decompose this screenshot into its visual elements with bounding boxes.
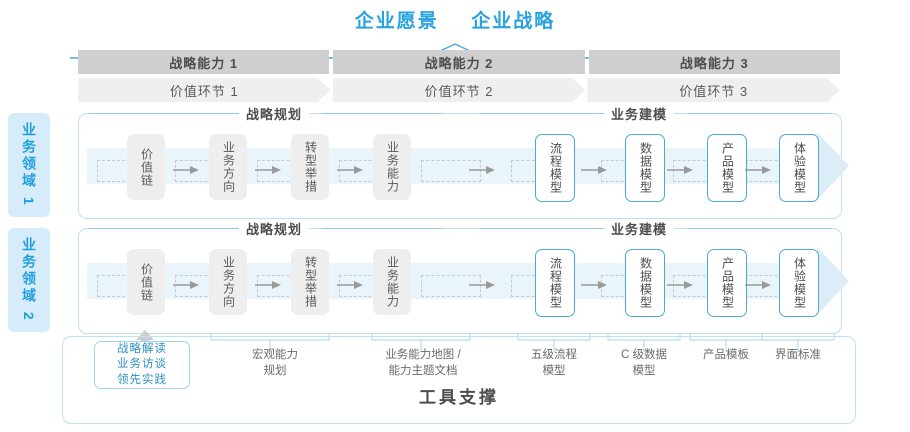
tool-highlight-line-1: 战略解读 (117, 342, 167, 355)
flow-node-label: 转型举措 (303, 141, 318, 193)
tool-label-line-2: 能力主题文档 (388, 364, 458, 377)
flow-arrow-icon (337, 281, 363, 289)
tool-label-line-2: 规划 (263, 364, 287, 377)
row-2-section-headers: 战略规划 业务建模 (79, 219, 841, 238)
flow-arrow-icon (581, 281, 607, 289)
flow-arrow-icon (745, 166, 771, 174)
flow-arrowhead-1 (817, 132, 849, 200)
tool-label-line-1: 宏观能力 (252, 349, 298, 361)
flow-node-label: 业务能力 (385, 256, 400, 308)
flow-arrow-icon (255, 166, 281, 174)
tool-label-line-1: 五级流程 (531, 349, 577, 361)
flow-arrow-icon (173, 281, 199, 289)
flow-node-label: 产品模型 (720, 257, 735, 309)
flow-node-process-model[interactable]: 流程模型 (535, 249, 575, 317)
section-title-planning-1: 战略规划 (239, 104, 310, 123)
tool-support-title: 工具支撑 (419, 388, 499, 407)
flow-arrow-icon (255, 281, 281, 289)
tool-label-c-level-data: C 级数据 模型 (590, 348, 698, 379)
flow-band-2 (87, 263, 817, 299)
section-title-planning-2: 战略规划 (239, 219, 310, 238)
flow-node-label: 流程模型 (548, 257, 563, 309)
dash-segment (421, 160, 481, 182)
value-cell-3[interactable]: 价值环节 3 (587, 78, 840, 102)
tool-label-line-1: 业务能力地图 / (385, 349, 461, 361)
domain-1-label: 业务领域 1 (21, 122, 37, 208)
flow-node-business-direction[interactable]: 业务方向 (209, 249, 247, 315)
domain-row-2: 战略规划 业务建模 价值链 业务方向 转型举措 业务能力 流程模型 数据模型 (78, 219, 849, 334)
value-chain-bar: 价值环节 1 价值环节 2 价值环节 3 (78, 78, 840, 102)
enterprise-vision-title: 企业愿景 (354, 11, 439, 32)
flow-arrow-icon (469, 281, 495, 289)
sidebar-item-domain-2[interactable]: 业务领域 2 (8, 228, 50, 332)
flow-node-label: 体验模型 (792, 142, 807, 194)
sidebar-item-domain-1[interactable]: 业务领域 1 (8, 113, 50, 217)
flow-arrow-icon (173, 166, 199, 174)
flow-node-label: 业务方向 (221, 256, 236, 308)
tool-label-line-2: 模型 (542, 364, 566, 377)
capability-cell-2[interactable]: 战略能力 2 (333, 50, 585, 74)
domain-2-label: 业务领域 2 (21, 237, 37, 323)
tool-label-macro-capability: 宏观能力 规划 (220, 348, 330, 379)
flow-arrowhead-2 (817, 247, 849, 315)
flow-node-transformation-measures[interactable]: 转型举措 (291, 249, 329, 315)
value-cell-2[interactable]: 价值环节 2 (333, 78, 586, 102)
flow-node-product-model[interactable]: 产品模型 (707, 249, 747, 317)
flow-arrow-icon (667, 166, 693, 174)
tool-label-product-template: 产品模板 (672, 348, 780, 364)
flow-arrow-icon (667, 281, 693, 289)
tool-label-line-1: 界面标准 (775, 349, 821, 361)
flow-node-label: 转型举措 (303, 256, 318, 308)
flow-node-business-capability[interactable]: 业务能力 (373, 249, 411, 315)
dash-segment (421, 275, 481, 297)
flow-node-business-capability[interactable]: 业务能力 (373, 134, 411, 200)
flow-node-label: 价值链 (139, 262, 154, 302)
row-1-section-headers: 战略规划 业务建模 (79, 104, 841, 123)
top-titles: 企业愿景 企业战略 (0, 6, 910, 33)
enterprise-strategy-title: 企业战略 (471, 11, 556, 32)
flow-node-label: 体验模型 (792, 257, 807, 309)
flow-band-1 (87, 148, 817, 184)
tool-label-capability-map: 业务能力地图 / 能力主题文档 (358, 348, 488, 379)
tool-label-line-2: 模型 (632, 364, 656, 377)
tool-highlight-line-2: 业务访谈 (117, 358, 167, 371)
section-title-modeling-1: 业务建模 (604, 104, 675, 123)
flow-node-label: 业务能力 (385, 141, 400, 193)
capability-bar: 战略能力 1 战略能力 2 战略能力 3 (78, 50, 840, 74)
tool-support-container: 工具支撑 (62, 336, 856, 424)
tool-highlight-text: 战略解读 业务访谈 领先实践 (117, 342, 167, 389)
flow-node-process-model[interactable]: 流程模型 (535, 134, 575, 202)
flow-node-value-chain[interactable]: 价值链 (127, 249, 165, 315)
flow-node-value-chain[interactable]: 价值链 (127, 134, 165, 200)
flow-node-label: 数据模型 (638, 257, 653, 309)
tool-label-five-level-process: 五级流程 模型 (500, 348, 608, 379)
section-title-modeling-2: 业务建模 (604, 219, 675, 238)
flow-arrow-icon (469, 166, 495, 174)
flow-node-experience-model[interactable]: 体验模型 (779, 249, 819, 317)
flow-node-product-model[interactable]: 产品模型 (707, 134, 747, 202)
flow-node-label: 数据模型 (638, 142, 653, 194)
tool-highlight-box[interactable]: 战略解读 业务访谈 领先实践 (94, 341, 190, 389)
flow-arrow-icon (581, 166, 607, 174)
tool-label-line-1: 产品模板 (703, 349, 749, 361)
tool-label-line-1: C 级数据 (621, 349, 667, 361)
flow-node-business-direction[interactable]: 业务方向 (209, 134, 247, 200)
flow-node-experience-model[interactable]: 体验模型 (779, 134, 819, 202)
capability-cell-1[interactable]: 战略能力 1 (78, 50, 330, 74)
flow-node-label: 价值链 (139, 147, 154, 187)
value-cell-1[interactable]: 价值环节 1 (78, 78, 331, 102)
flow-node-transformation-measures[interactable]: 转型举措 (291, 134, 329, 200)
flow-node-label: 产品模型 (720, 142, 735, 194)
flow-node-data-model[interactable]: 数据模型 (625, 134, 665, 202)
domain-row-1: 战略规划 业务建模 价值链 业务方向 转型举措 业务能力 流程模型 (78, 104, 849, 219)
flow-node-label: 流程模型 (548, 142, 563, 194)
capability-cell-3[interactable]: 战略能力 3 (588, 50, 840, 74)
tool-label-ui-standard: 界面标准 (744, 348, 852, 364)
flow-node-data-model[interactable]: 数据模型 (625, 249, 665, 317)
tool-highlight-line-3: 领先实践 (117, 373, 167, 386)
flow-node-label: 业务方向 (221, 141, 236, 193)
flow-arrow-icon (745, 281, 771, 289)
flow-arrow-icon (337, 166, 363, 174)
